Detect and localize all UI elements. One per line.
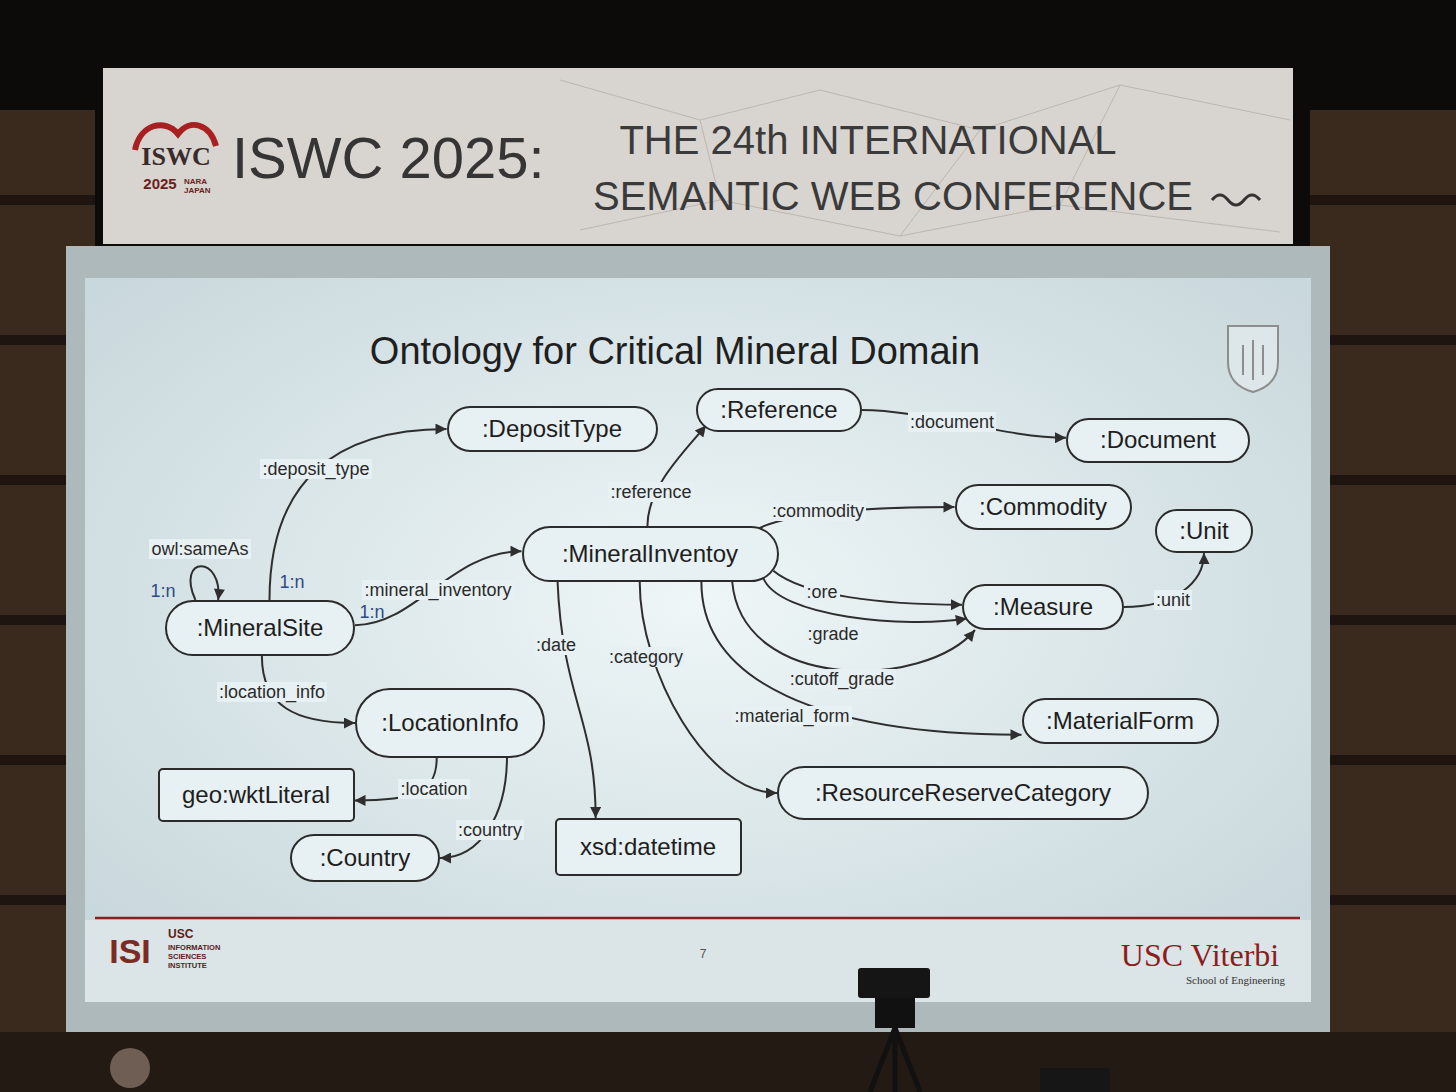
node-label: :Country [320, 844, 411, 872]
audience-head [110, 1048, 150, 1088]
school-logo: USC Viterbi [1121, 937, 1279, 974]
tripod [870, 1028, 920, 1092]
datatype-box: xsd:datetime [555, 818, 742, 876]
node-label: :MineralSite [197, 614, 324, 642]
class-node: :MaterialForm [1022, 698, 1219, 744]
property-label: :country [456, 820, 524, 840]
property-label: :unit [1154, 590, 1192, 610]
node-label: :DepositType [482, 415, 622, 443]
camera-body [875, 998, 915, 1028]
page-number: 7 [700, 948, 707, 962]
property-label: :category [607, 647, 685, 667]
node-label: :Measure [993, 593, 1093, 621]
node-label: :Unit [1179, 517, 1228, 545]
class-node: :MineralInventoy [522, 526, 779, 582]
property-label: :ore [804, 582, 839, 602]
node-label: :Commodity [979, 493, 1107, 521]
property-arrow [763, 578, 967, 622]
property-arrow [190, 566, 218, 600]
slide-footer [85, 920, 1311, 1002]
class-node: :Measure [962, 584, 1124, 630]
property-label: :commodity [770, 501, 866, 521]
property-label: :cutoff_grade [788, 669, 897, 689]
class-node: :ResourceReserveCategory [777, 766, 1149, 820]
class-node: :Reference [696, 388, 862, 432]
camera [858, 968, 930, 998]
class-node: :Commodity [955, 484, 1132, 530]
node-label: :MineralInventoy [562, 540, 738, 568]
property-label: :reference [608, 482, 693, 502]
property-arrow [270, 429, 447, 600]
seal-detail [1243, 340, 1263, 380]
school-name: School of Engineering [1186, 974, 1285, 987]
property-label: :mineral_inventory [362, 580, 513, 600]
class-node: :Unit [1155, 509, 1253, 553]
cardinality: 1:n [279, 572, 304, 593]
property-label: :material_form [732, 706, 851, 726]
logo-place: NARA JAPAN [184, 177, 218, 195]
class-node: :Document [1066, 418, 1250, 463]
logo-text: ISWC [141, 142, 210, 172]
property-arrow [773, 571, 962, 605]
node-label: :LocationInfo [381, 709, 518, 737]
property-label: :location [398, 779, 469, 799]
property-label: :location_info [217, 682, 327, 702]
node-label: :ResourceReserveCategory [815, 779, 1111, 807]
node-label: :Document [1100, 426, 1216, 454]
class-node: :LocationInfo [355, 688, 545, 758]
university-seal [1228, 326, 1278, 392]
cardinality: 1:n [359, 602, 384, 623]
institute-name: USC [168, 928, 193, 942]
property-label: :date [534, 635, 578, 655]
cardinality: 1:n [150, 581, 175, 602]
stage-floor [0, 1032, 1456, 1092]
institute-logo: ISI [109, 932, 151, 971]
banner-heading: ISWC 2025: [232, 125, 545, 192]
banner-web-lines [560, 80, 1290, 236]
property-arrow [862, 410, 1066, 438]
banner [103, 68, 1293, 244]
node-label: :MaterialForm [1046, 707, 1194, 735]
wood-panel [1310, 110, 1456, 1040]
property-label: :grade [805, 624, 860, 644]
class-node: :Country [290, 834, 440, 882]
property-arrow [557, 580, 595, 818]
slide-title: Ontology for Critical Mineral Domain [370, 330, 980, 374]
property-label: :document [908, 412, 996, 432]
class-node: :MineralSite [165, 600, 355, 656]
node-label: geo:wktLiteral [182, 781, 330, 809]
projection-screen [66, 246, 1330, 1032]
sponsor-logo [1212, 195, 1260, 205]
node-label: xsd:datetime [580, 833, 716, 861]
property-arrow [640, 582, 777, 793]
banner-text: THE 24th INTERNATIONAL [619, 117, 1116, 163]
property-label: :deposit_type [260, 459, 371, 479]
datatype-box: geo:wktLiteral [158, 768, 355, 822]
class-node: :DepositType [447, 406, 658, 452]
node-label: :Reference [720, 396, 837, 424]
second-camera [1040, 1068, 1110, 1092]
banner-text: SEMANTIC WEB CONFERENCE [593, 173, 1193, 219]
property-arrow [355, 551, 522, 625]
property-arrow [732, 582, 975, 671]
slide [85, 278, 1311, 1002]
property-label: owl:sameAs [149, 539, 250, 559]
footer-rule [95, 917, 1300, 920]
logo-year: 2025 [143, 175, 176, 192]
property-arrow [647, 425, 706, 526]
institute-name: INFORMATION SCIENCES INSTITUTE [168, 943, 240, 970]
property-arrow [440, 756, 507, 858]
